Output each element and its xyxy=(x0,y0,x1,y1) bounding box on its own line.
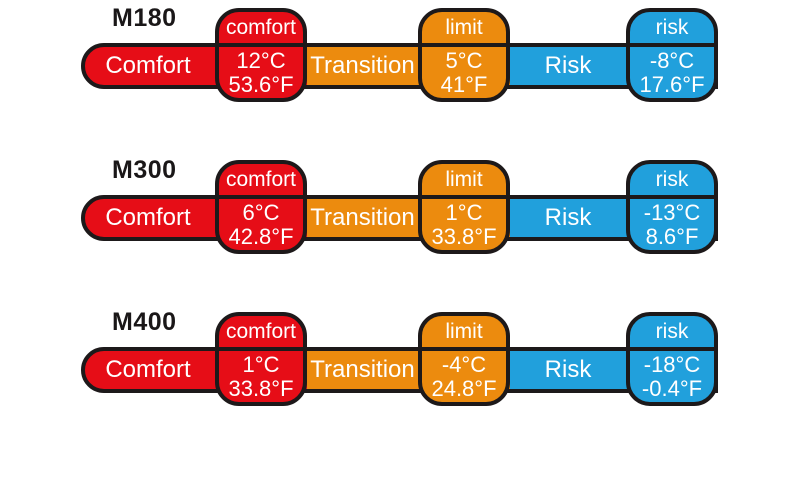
limit-celsius: 5°C xyxy=(445,47,483,73)
risk-badge: risk -18°C -0.4°F xyxy=(626,312,718,406)
limit-badge-label: limit xyxy=(422,164,506,199)
risk-zone-label: Risk xyxy=(544,204,592,231)
risk-celsius: -13°C xyxy=(643,199,701,225)
risk-badge-temps: -18°C -0.4°F xyxy=(630,351,714,402)
comfort-badge: comfort 1°C 33.8°F xyxy=(215,312,307,406)
limit-badge: limit 5°C 41°F xyxy=(418,8,510,102)
comfort-zone-label: Comfort xyxy=(105,356,191,383)
comfort-badge-label: comfort xyxy=(219,316,303,351)
comfort-celsius: 6°C xyxy=(242,199,280,225)
temperature-bar xyxy=(81,195,718,241)
risk-badge-label: risk xyxy=(630,164,714,199)
transition-zone-label: Transition xyxy=(310,204,415,231)
comfort-badge-label: comfort xyxy=(219,12,303,47)
comfort-badge-temps: 6°C 42.8°F xyxy=(219,199,303,250)
limit-badge-label: limit xyxy=(422,12,506,47)
comfort-badge-label: comfort xyxy=(219,164,303,199)
model-row-m400: M400 Comfort Transition Risk comfort 1°C… xyxy=(0,308,800,406)
limit-fahrenheit: 24.8°F xyxy=(431,375,497,401)
limit-celsius: 1°C xyxy=(445,199,483,225)
comfort-badge: comfort 6°C 42.8°F xyxy=(215,160,307,254)
temperature-bar xyxy=(81,43,718,89)
transition-zone-label: Transition xyxy=(310,356,415,383)
comfort-celsius: 12°C xyxy=(236,47,286,73)
model-row-m300: M300 Comfort Transition Risk comfort 6°C… xyxy=(0,156,800,254)
comfort-badge-temps: 1°C 33.8°F xyxy=(219,351,303,402)
transition-zone-label: Transition xyxy=(310,52,415,79)
model-name: M300 xyxy=(112,156,177,184)
limit-badge-label: limit xyxy=(422,316,506,351)
limit-celsius: -4°C xyxy=(441,351,487,377)
risk-badge-temps: -8°C 17.6°F xyxy=(630,47,714,98)
risk-badge-label: risk xyxy=(630,316,714,351)
limit-badge-temps: -4°C 24.8°F xyxy=(422,351,506,402)
comfort-fahrenheit: 53.6°F xyxy=(228,71,294,97)
comfort-zone-label: Comfort xyxy=(105,204,191,231)
temperature-bar xyxy=(81,347,718,393)
risk-zone-label: Risk xyxy=(544,356,592,383)
limit-badge-temps: 1°C 33.8°F xyxy=(422,199,506,250)
comfort-fahrenheit: 33.8°F xyxy=(228,375,294,401)
risk-fahrenheit: -0.4°F xyxy=(641,375,703,401)
model-name: M180 xyxy=(112,4,177,32)
risk-badge: risk -8°C 17.6°F xyxy=(626,8,718,102)
comfort-badge-temps: 12°C 53.6°F xyxy=(219,47,303,98)
limit-fahrenheit: 33.8°F xyxy=(431,223,497,249)
risk-badge: risk -13°C 8.6°F xyxy=(626,160,718,254)
limit-badge-temps: 5°C 41°F xyxy=(422,47,506,98)
risk-badge-label: risk xyxy=(630,12,714,47)
comfort-badge: comfort 12°C 53.6°F xyxy=(215,8,307,102)
comfort-fahrenheit: 42.8°F xyxy=(228,223,294,249)
comfort-celsius: 1°C xyxy=(242,351,280,377)
risk-celsius: -18°C xyxy=(643,351,701,377)
model-row-m180: M180 Comfort Transition Risk comfort 12°… xyxy=(0,4,800,102)
limit-badge: limit 1°C 33.8°F xyxy=(418,160,510,254)
risk-badge-temps: -13°C 8.6°F xyxy=(630,199,714,250)
risk-fahrenheit: 17.6°F xyxy=(639,71,705,97)
limit-fahrenheit: 41°F xyxy=(440,71,488,97)
comfort-zone-label: Comfort xyxy=(105,52,191,79)
limit-badge: limit -4°C 24.8°F xyxy=(418,312,510,406)
risk-zone-label: Risk xyxy=(544,52,592,79)
risk-celsius: -8°C xyxy=(649,47,695,73)
risk-fahrenheit: 8.6°F xyxy=(645,223,699,249)
model-name: M400 xyxy=(112,308,177,336)
